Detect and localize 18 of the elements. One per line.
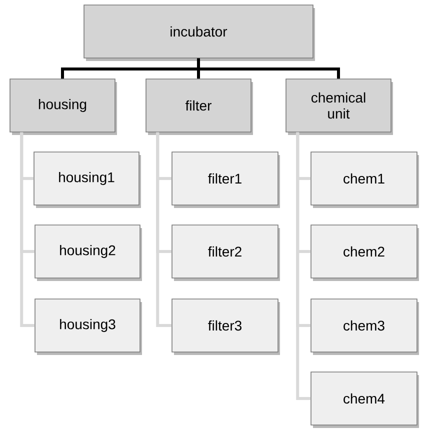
bracket-connector [197, 58, 340, 79]
root-box: incubator [84, 4, 315, 61]
connector-line [20, 132, 35, 327]
category-box: chemical unit [286, 78, 393, 135]
item-box: chem4 [310, 372, 419, 428]
item-box: chem2 [310, 224, 419, 281]
category-box: filter [146, 78, 253, 135]
item-box: housing1 [34, 152, 141, 208]
item-box: filter2 [172, 224, 280, 281]
connector-line [296, 132, 311, 400]
item-box: housing2 [34, 224, 142, 281]
category-box: housing [10, 78, 117, 135]
item-box: chem3 [310, 298, 419, 355]
connector-line [156, 132, 172, 327]
item-box: filter3 [172, 298, 280, 355]
item-box: chem1 [310, 152, 419, 208]
item-box: filter1 [172, 152, 280, 208]
item-box: housing3 [34, 298, 142, 355]
